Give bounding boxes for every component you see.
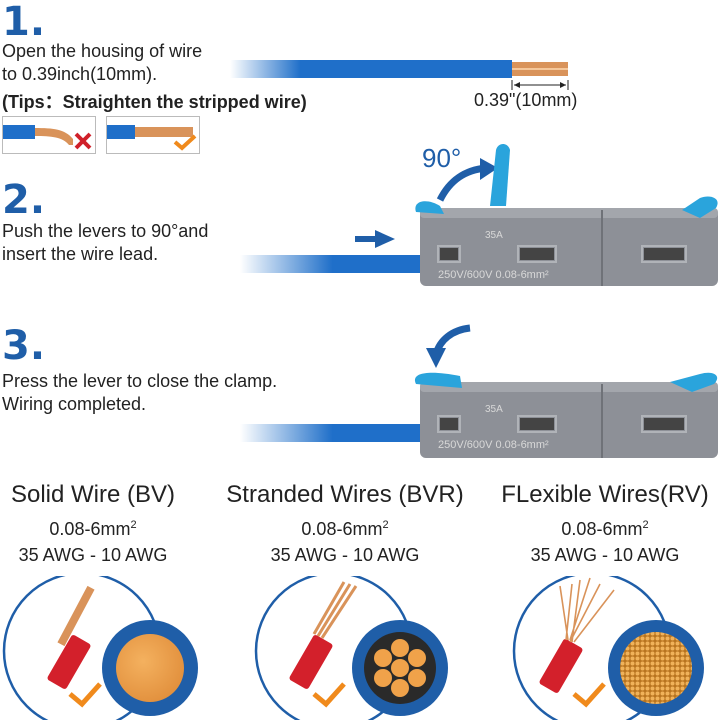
angle-label: 90°: [422, 143, 462, 173]
check-icon: [312, 682, 346, 708]
flexible-wire-illustration: [512, 576, 704, 720]
connector-closed-illustration: 35A 250V/600V 0.08-6mm²: [240, 324, 718, 458]
wire-size-flexible: 0.08-6mm2: [490, 510, 720, 544]
wire-size-solid: 0.08-6mm2: [0, 510, 186, 544]
connector-spec-text-closed: 250V/600V 0.08-6mm²: [438, 439, 549, 451]
step-1-tip: (Tips：Straighten the stripped wire): [2, 92, 307, 112]
wire-size-solid-sup: 2: [130, 519, 137, 531]
check-icon: [572, 682, 606, 708]
connector-open-illustration: 35A 250V/600V 0.08-6mm²: [240, 144, 718, 286]
connector-rating-text: 35A: [485, 230, 503, 241]
connector-housing: [420, 208, 718, 286]
lever-open: [490, 144, 510, 206]
step-1-text: Open the housing of wire to 0.39inch(10m…: [2, 40, 202, 86]
wire-awg-flexible: 35 AWG - 10 AWG: [530, 545, 680, 565]
step-2-text: Push the levers to 90°and insert the wir…: [2, 220, 208, 266]
wire-size-stranded: 0.08-6mm2: [220, 510, 470, 544]
connector-housing-closed: [420, 382, 718, 458]
connector-rating-text-closed: 35A: [485, 404, 503, 415]
solid-wire-illustration: [2, 576, 198, 720]
step-1-line-2: to 0.39inch(10mm).: [2, 64, 158, 84]
wire-size-flexible-value: 0.08-6mm: [561, 519, 643, 539]
step-3-text: Press the lever to close the clamp. Wiri…: [2, 370, 277, 416]
step-2-number: 2.: [2, 177, 46, 223]
step-3-line-2: Wiring completed.: [2, 394, 147, 414]
check-icon: [68, 682, 102, 708]
step-3-line-1: Press the lever to close the clamp.: [2, 371, 278, 391]
step-3-number: 3.: [2, 323, 46, 369]
step-2-line-2: insert the wire lead.: [2, 244, 159, 264]
wire-type-illustrations: [2, 576, 704, 720]
step-2-line-1: Push the levers to 90°and: [2, 221, 209, 241]
wire-title-solid: Solid Wire (BV): [10, 481, 176, 508]
wrong-wire-example: [2, 116, 96, 154]
wire-size-stranded-sup: 2: [382, 519, 389, 531]
step-1-line-1: Open the housing of wire: [2, 41, 203, 61]
wire-awg-solid: 35 AWG - 10 AWG: [18, 545, 168, 565]
lever-closed: [414, 372, 462, 388]
wire-awg-stranded: 35 AWG - 10 AWG: [270, 545, 420, 565]
right-wire-example: [106, 116, 200, 154]
stripped-wire-illustration: [230, 60, 569, 90]
cross-icon: [74, 132, 92, 150]
stranded-wire-illustration: [254, 576, 448, 720]
arrow-icon: [436, 164, 487, 202]
wire-size-flexible-sup: 2: [642, 519, 649, 531]
wire-title-flexible: FLexible Wires(RV): [501, 481, 709, 508]
wire-size-stranded-value: 0.08-6mm: [301, 519, 383, 539]
wire-insulation: [230, 60, 512, 78]
check-icon: [173, 134, 197, 151]
step-1-number: 1.: [2, 0, 46, 45]
wire-size-solid-value: 0.08-6mm: [49, 519, 131, 539]
connector-spec-text: 250V/600V 0.08-6mm²: [438, 269, 549, 281]
measure-label: 0.39"(10mm): [474, 90, 578, 110]
wire-title-stranded: Stranded Wires (BVR): [226, 481, 464, 508]
